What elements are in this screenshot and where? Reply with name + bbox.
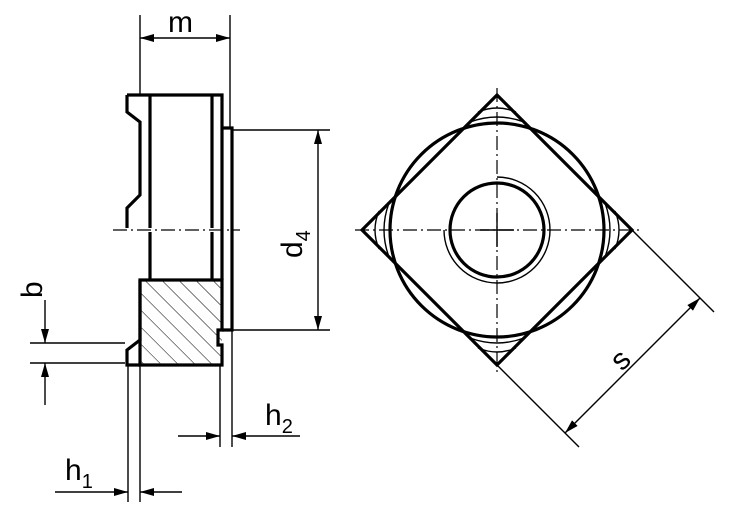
thread-major-diameter — [443, 176, 551, 284]
s-label: s — [604, 343, 638, 377]
side-view: m d4 b h2 h1 — [16, 6, 330, 502]
weld-flange — [222, 126, 234, 332]
front-view: s — [355, 88, 715, 448]
thread-hole — [448, 181, 546, 279]
h2-label: h2 — [265, 399, 293, 438]
svg-text:d4: d4 — [276, 230, 315, 258]
b-label: b — [16, 281, 49, 298]
nut-body-outline — [125, 93, 224, 280]
m-label: m — [168, 6, 193, 39]
section-hatch — [140, 280, 222, 365]
h1-label: h1 — [65, 454, 93, 493]
s-dimension — [564, 297, 701, 434]
d4-label: d4 — [276, 230, 315, 258]
